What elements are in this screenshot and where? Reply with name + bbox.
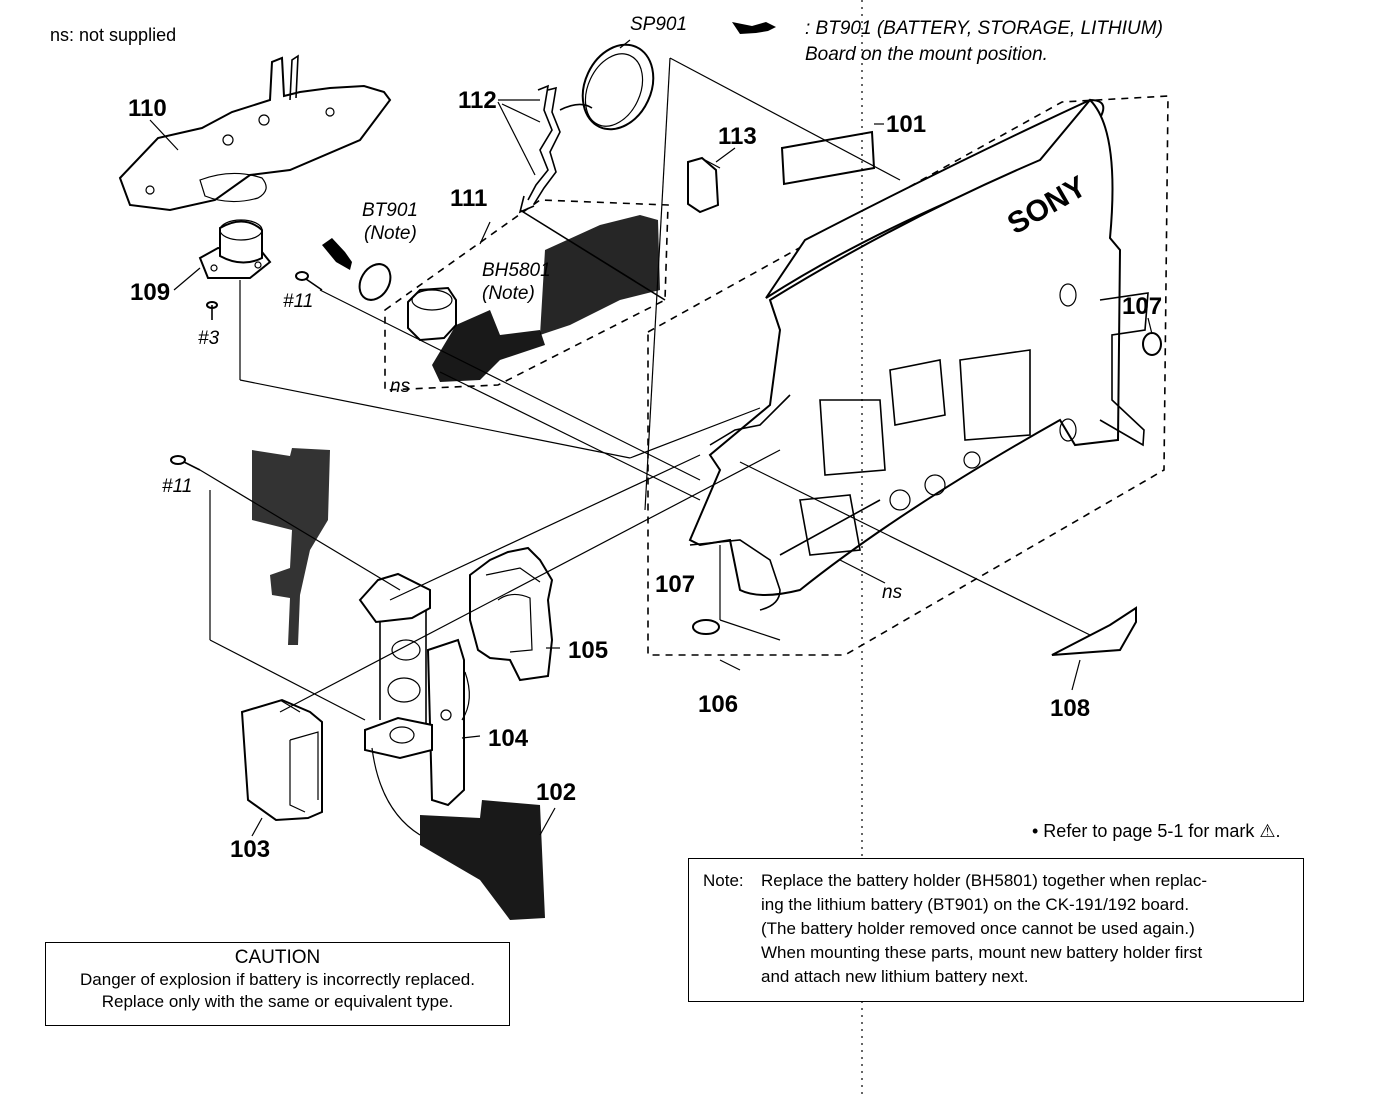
bh5801-battery-holder [407, 286, 457, 342]
caution-title: CAUTION [234, 947, 321, 968]
screw-11-top-icon [295, 271, 323, 291]
label-bt901: BT901 [362, 200, 418, 221]
label-part-107-right: 107 [1122, 293, 1162, 320]
screw-11-left-icon [170, 455, 201, 471]
label-part-110: 110 [128, 95, 167, 122]
label-part-105: 105 [568, 637, 608, 664]
part-101-label [780, 130, 876, 186]
label-part-112: 112 [458, 87, 497, 114]
label-screw-11-top: #11 [283, 291, 313, 312]
label-part-102: 102 [536, 779, 576, 806]
note-box: Note: Replace the battery holder (BH5801… [688, 858, 1304, 1002]
part-106-main-housing [647, 95, 1169, 656]
leader-lines [149, 0, 1153, 1096]
label-ns-housing: ns [882, 582, 903, 603]
label-screw-11-left: #11 [162, 476, 192, 497]
label-bt901-note: (Note) [364, 223, 417, 244]
label-part-106: 106 [698, 691, 738, 718]
ns-legend-note: ns: not supplied [50, 25, 177, 45]
bt901-legend-subtitle: Board on the mount position. [805, 44, 1048, 65]
bt901-coin-cell [322, 238, 392, 301]
label-part-104: 104 [488, 725, 529, 752]
part-107-pad-bottom [692, 619, 720, 635]
part-113-plate [687, 156, 721, 214]
part-108-cover [1051, 606, 1137, 656]
part-102-flex-cable [420, 800, 545, 920]
part-110-bracket [118, 54, 392, 212]
label-screw-3: #3 [198, 328, 220, 349]
label-part-111: 111 [450, 185, 487, 212]
label-part-101: 101 [886, 111, 926, 138]
label-ns-board: ns [390, 376, 411, 397]
label-part-113: 113 [718, 123, 757, 150]
caution-box: CAUTION Danger of explosion if battery i… [45, 942, 510, 1026]
note-label: Note: [703, 871, 744, 890]
part-104-hinge [358, 572, 465, 807]
label-bh5801: BH5801 [482, 260, 551, 281]
part-105-bracket [469, 546, 554, 682]
hand-pointer-icon [732, 22, 776, 34]
label-sp901: SP901 [630, 14, 687, 35]
label-part-107-bottom: 107 [655, 571, 695, 598]
caution-line-2: Replace only with the same or equivalent… [101, 992, 454, 1011]
part-103-cover [240, 698, 323, 822]
sp901-speaker [581, 43, 655, 131]
part-109-holder [198, 219, 272, 279]
part-112-wire [518, 84, 593, 214]
label-part-103: 103 [230, 836, 270, 863]
caution-line-1: Danger of explosion if battery is incorr… [80, 970, 475, 989]
note-text: Replace the battery holder (BH5801) toge… [761, 871, 1208, 986]
part-107-pad-right [1142, 332, 1162, 356]
part-111-board [384, 199, 669, 391]
label-part-108: 108 [1050, 695, 1090, 722]
flex-cable-left [252, 448, 330, 645]
screw-3-icon [206, 301, 218, 320]
label-bh5801-note: (Note) [482, 283, 535, 304]
label-part-109: 109 [130, 279, 170, 306]
refer-note: • Refer to page 5-1 for mark ⚠. [1032, 821, 1281, 841]
bt901-legend-title: : BT901 (BATTERY, STORAGE, LITHIUM) [805, 18, 1163, 39]
